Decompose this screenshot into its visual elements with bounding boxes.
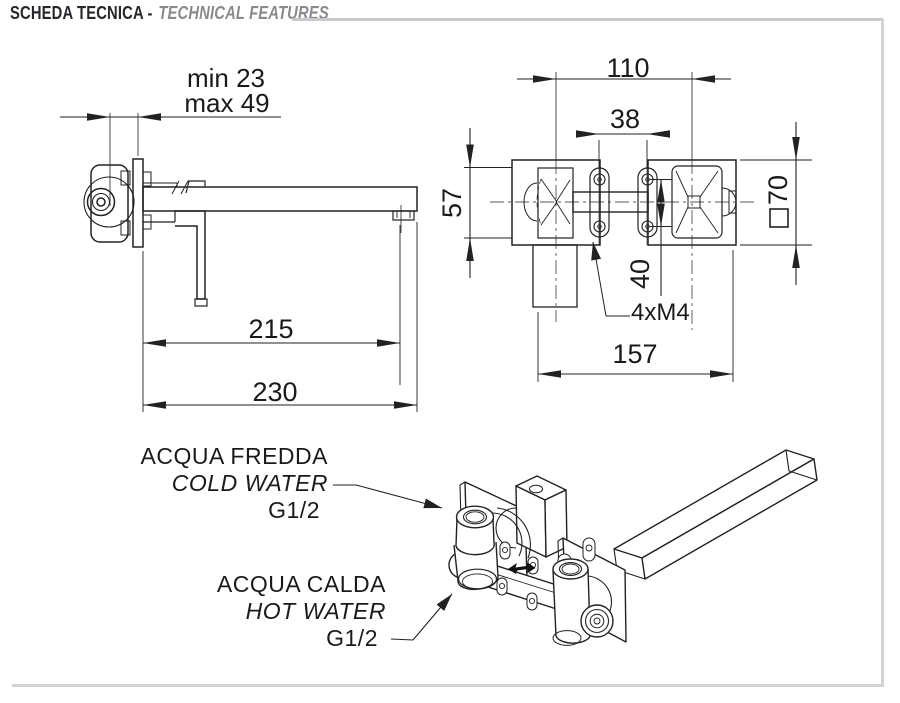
dim-holes-vertical: 40 [625,259,655,289]
side-view-drawing [60,113,418,412]
dim-spout-to-aerator: 215 [248,314,293,344]
dim-holes-horizontal: 38 [610,104,640,134]
hot-leader-arrow [412,593,453,641]
manifold-marking [508,562,536,574]
spout-side [142,186,418,212]
hot-label-italian: ACQUA CALDA [216,571,386,597]
sheet-frame [12,19,884,687]
dim-plate-size: 70 [763,175,793,205]
hot-label-thread: G1/2 [326,625,378,651]
hot-water-label: ACQUA CALDA HOT WATER G1/2 [217,571,386,652]
dim-wall-depth-max: max 49 [184,88,269,118]
header-rule [292,18,883,21]
square-symbol [769,208,789,228]
title-italian: SCHEDA TECNICA - [10,3,153,23]
dim-wall-depth-min: min 23 [187,63,265,93]
cold-label-thread: G1/2 [268,497,320,523]
front-view-drawing [464,72,812,382]
cold-label-italian: ACQUA FREDDA [140,443,328,469]
iso-drawing [448,449,818,646]
dim-centers: 110 [606,53,649,83]
aerator [392,210,415,221]
valve-body-side [90,164,129,243]
dim-body-height: 57 [437,188,467,218]
hot-label-english: HOT WATER [245,598,386,624]
title-english: TECHNICAL FEATURES [158,3,329,23]
cold-label-english: COLD WATER [171,470,328,496]
dim-screws: 4xM4 [631,299,690,326]
handle-lever [175,210,206,300]
dim-overall-width: 157 [612,339,657,369]
page-title: SCHEDA TECNICA - TECHNICAL FEATURES [10,3,329,24]
cold-leader-arrow [355,484,443,509]
dim-spout-total: 230 [252,377,297,407]
leader-lines [333,484,453,641]
cold-water-label: ACQUA FREDDA COLD WATER G1/2 [141,443,328,524]
